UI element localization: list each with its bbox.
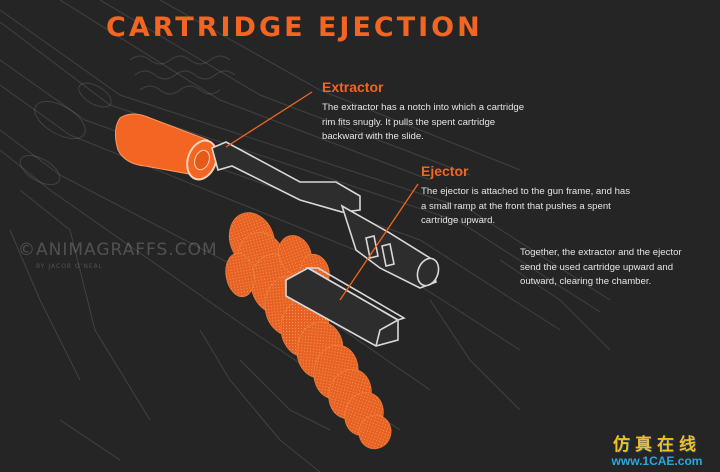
extractor-line: The extractor has a notch into which a c… (322, 102, 525, 113)
gun-slide-outline (0, 0, 611, 472)
callout-lines (225, 91, 419, 301)
ejector-heading: Ejector (421, 163, 469, 179)
extractor-line: backward with the slide. (322, 131, 424, 143)
extractor-part (211, 141, 440, 289)
summary-line: Together, the extractor and the ejector (520, 247, 682, 258)
extractor-line: rim fits snugly. It pulls the spent cart… (322, 116, 496, 128)
cartridge (114, 113, 218, 181)
watermark-brand: ©ANIMAGRAFFS.COM (18, 240, 218, 260)
summary-line: outward, clearing the chamber. (520, 276, 652, 288)
ejector-line: The ejector is attached to the gun frame… (421, 186, 631, 197)
ejector-line: cartridge upward. (421, 215, 496, 227)
ejector-part (285, 267, 406, 347)
ejector-line: a small ramp at the front that pushes a … (421, 200, 611, 212)
extractor-heading: Extractor (322, 79, 384, 95)
corner-logo-url: www.1CAE.com (611, 454, 703, 468)
corner-logo: 仿真在线 www.1CAE.com (597, 430, 717, 472)
extractor-description: The extractor has a notch into which a c… (322, 101, 524, 145)
extractor-callout-line (225, 91, 313, 148)
page-title: CARTRIDGE EJECTION (106, 12, 483, 43)
summary-text: Together, the extractor and the ejector … (520, 246, 682, 290)
corner-logo-chinese: 仿真在线 (613, 435, 701, 455)
ejector-callout-line (339, 183, 419, 301)
ejector-description: The ejector is attached to the gun frame… (421, 185, 630, 229)
watermark-byline: BY JACOB O'NEAL (36, 263, 104, 270)
summary-line: send the used cartridge upward and (520, 261, 674, 273)
